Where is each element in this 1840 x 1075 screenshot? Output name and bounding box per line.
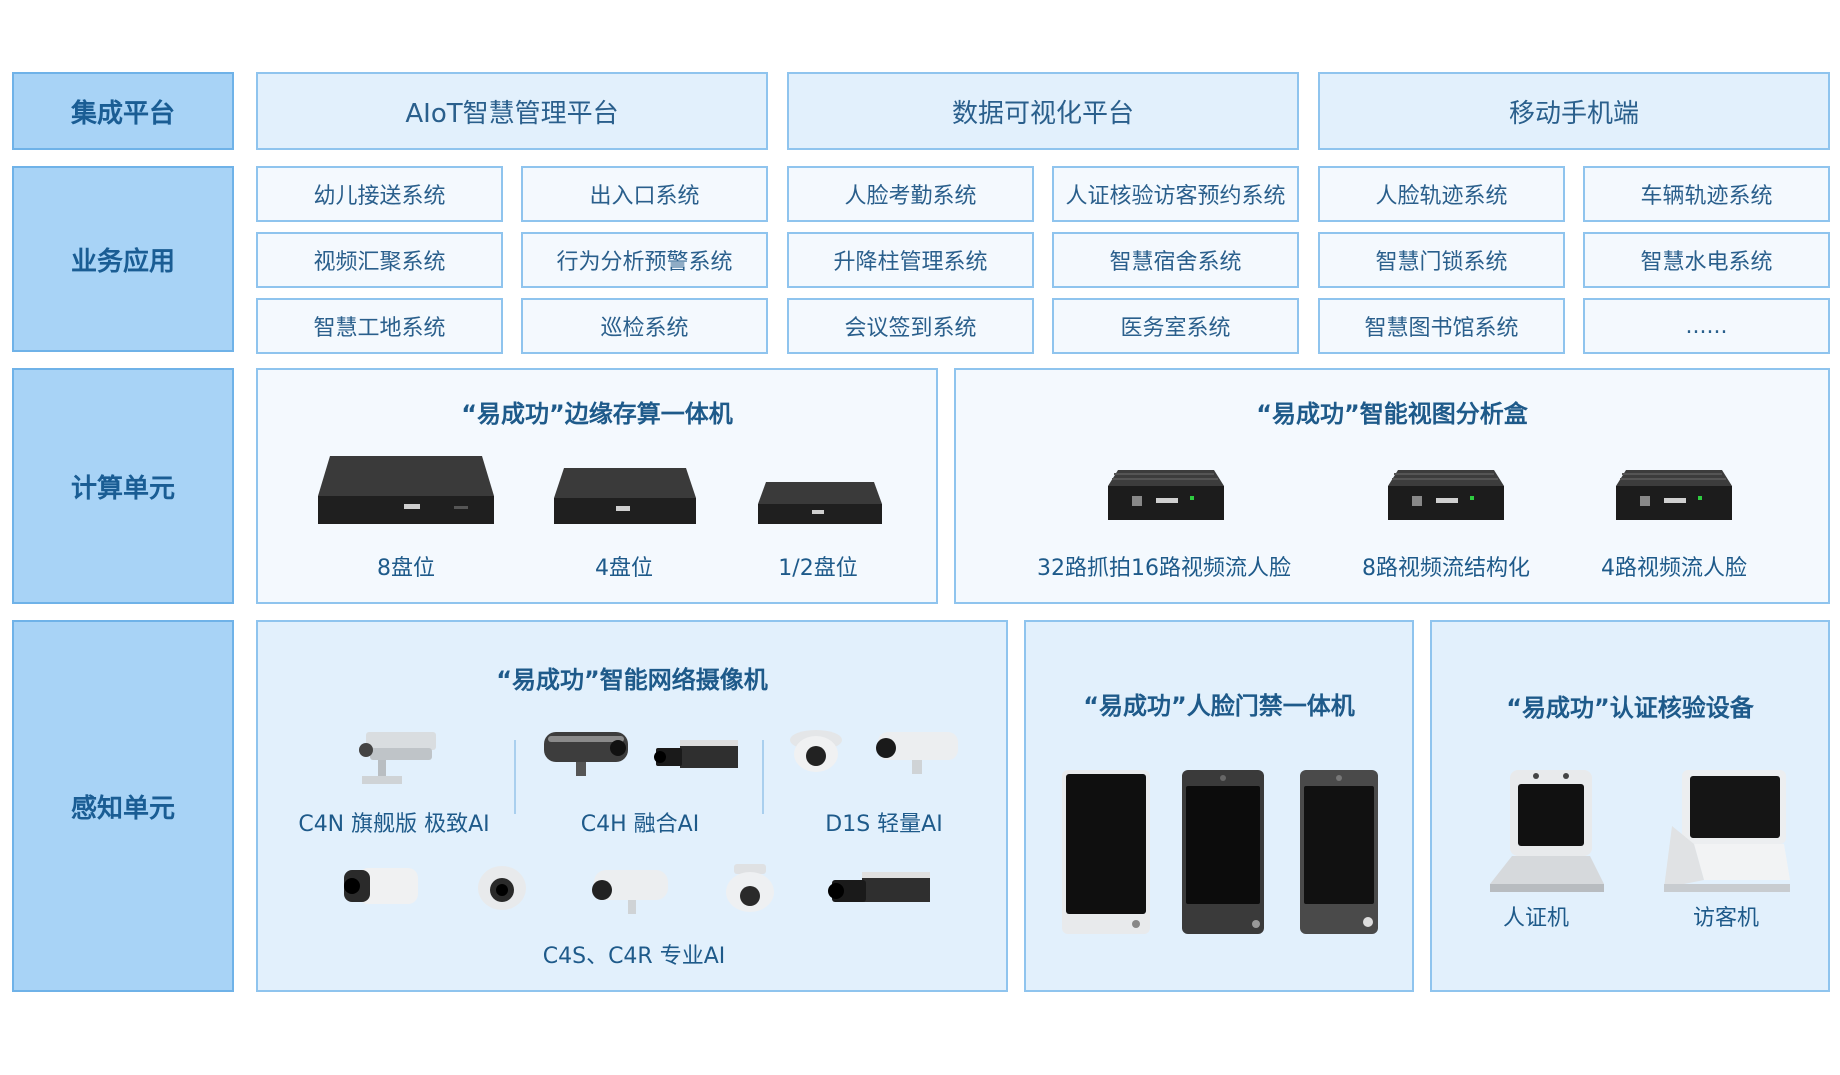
camera-d1s-dome-image [790,730,842,772]
analysis-box-8ch-image [1388,470,1504,520]
app-video-aggregation[interactable]: 视频汇聚系统 [256,232,503,288]
nvr-1-2-bay-image [758,482,882,524]
app-entrance-exit[interactable]: 出入口系统 [521,166,768,222]
app-meeting-checkin[interactable]: 会议签到系统 [787,298,1034,354]
app-id-visitor-appointment[interactable]: 人证核验访客预约系统 [1052,166,1299,222]
caption-1-2-bay: 1/2盘位 [778,556,858,581]
caption-8ch-structured: 8路视频流结构化 [1362,556,1530,581]
panel-title-analysis-box: “易成功”智能视图分析盒 [1256,400,1528,428]
caption-id-verification: 人证机 [1502,906,1570,931]
face-terminal-2-image [1182,770,1264,934]
visitor-kiosk-image [1664,770,1790,892]
camera-c4r-bullet-image [592,870,668,914]
app-face-attendance[interactable]: 人脸考勤系统 [787,166,1034,222]
analysis-box-4ch-image [1616,470,1732,520]
camera-c4s-turret-image [478,866,526,910]
panel-title-cameras: “易成功”智能网络摄像机 [496,666,768,694]
caption-4-bay: 4盘位 [595,556,653,581]
panel-title-face-gate: “易成功”人脸门禁一体机 [1083,692,1355,720]
camera-c4h-bullet-image [544,732,628,776]
caption-4ch-face: 4路视频流人脸 [1601,556,1747,581]
caption-c4n: C4N 旗舰版 极致AI [298,812,490,837]
panel-verification: “易成功”认证核验设备 人证机 访客机 [1430,620,1830,992]
caption-8-bay: 8盘位 [377,556,435,581]
camera-c4h-box-image [654,740,738,768]
face-terminal-1-image [1062,770,1150,934]
id-verification-device-image [1490,770,1604,892]
app-bollard-management[interactable]: 升降柱管理系统 [787,232,1034,288]
camera-group-divider [762,740,764,814]
caption-d1s: D1S 轻量AI [825,812,943,837]
app-smart-construction-site[interactable]: 智慧工地系统 [256,298,503,354]
face-terminal-3-image [1300,770,1378,934]
app-clinic[interactable]: 医务室系统 [1052,298,1299,354]
row-label-business: 业务应用 [12,166,234,352]
panel-analysis-box: “易成功”智能视图分析盒 32路抓拍16路视频流人脸 8路视频流结构化 4路视频… [954,368,1830,604]
camera-group-divider [514,740,516,814]
app-smart-library[interactable]: 智慧图书馆系统 [1318,298,1565,354]
camera-c4s-box-image [828,872,930,902]
caption-32ch-face: 32路抓拍16路视频流人脸 [1037,556,1291,581]
app-smart-utilities[interactable]: 智慧水电系统 [1583,232,1830,288]
app-face-trajectory[interactable]: 人脸轨迹系统 [1318,166,1565,222]
app-more[interactable]: ...... [1583,298,1830,354]
panel-cameras: “易成功”智能网络摄像机 C4N 旗舰版 极致AI C4H 融合AI D1S 轻… [256,620,1008,992]
analysis-box-32ch-image [1108,470,1224,520]
app-vehicle-trajectory[interactable]: 车辆轨迹系统 [1583,166,1830,222]
panel-title-edge-storage: “易成功”边缘存算一体机 [461,400,733,428]
app-smart-dormitory[interactable]: 智慧宿舍系统 [1052,232,1299,288]
platform-data-visualization[interactable]: 数据可视化平台 [787,72,1299,150]
caption-visitor-kiosk: 访客机 [1692,906,1760,931]
camera-c4n-image [359,732,436,784]
panel-face-gate: “易成功”人脸门禁一体机 [1024,620,1414,992]
platform-aiot[interactable]: AIoT智慧管理平台 [256,72,768,150]
caption-c4s-c4r: C4S、C4R 专业AI [542,944,726,969]
camera-c4r-dome-image [726,864,774,912]
camera-c4s-bullet-image [344,868,418,904]
app-behavior-analysis-alert[interactable]: 行为分析预警系统 [521,232,768,288]
app-kindergarten-pickup[interactable]: 幼儿接送系统 [256,166,503,222]
app-patrol-inspection[interactable]: 巡检系统 [521,298,768,354]
caption-c4h: C4H 融合AI [580,812,700,837]
platform-mobile[interactable]: 移动手机端 [1318,72,1830,150]
app-smart-door-lock[interactable]: 智慧门锁系统 [1318,232,1565,288]
nvr-8-bay-image [318,456,494,524]
panel-edge-storage: “易成功”边缘存算一体机 8盘位 4盘位 1/2盘位 [256,368,938,604]
row-label-sensing: 感知单元 [12,620,234,992]
nvr-4-bay-image [554,468,696,524]
row-label-integration: 集成平台 [12,72,234,150]
panel-title-verification: “易成功”认证核验设备 [1506,694,1754,722]
camera-d1s-bullet-image [876,732,958,774]
row-label-compute: 计算单元 [12,368,234,604]
